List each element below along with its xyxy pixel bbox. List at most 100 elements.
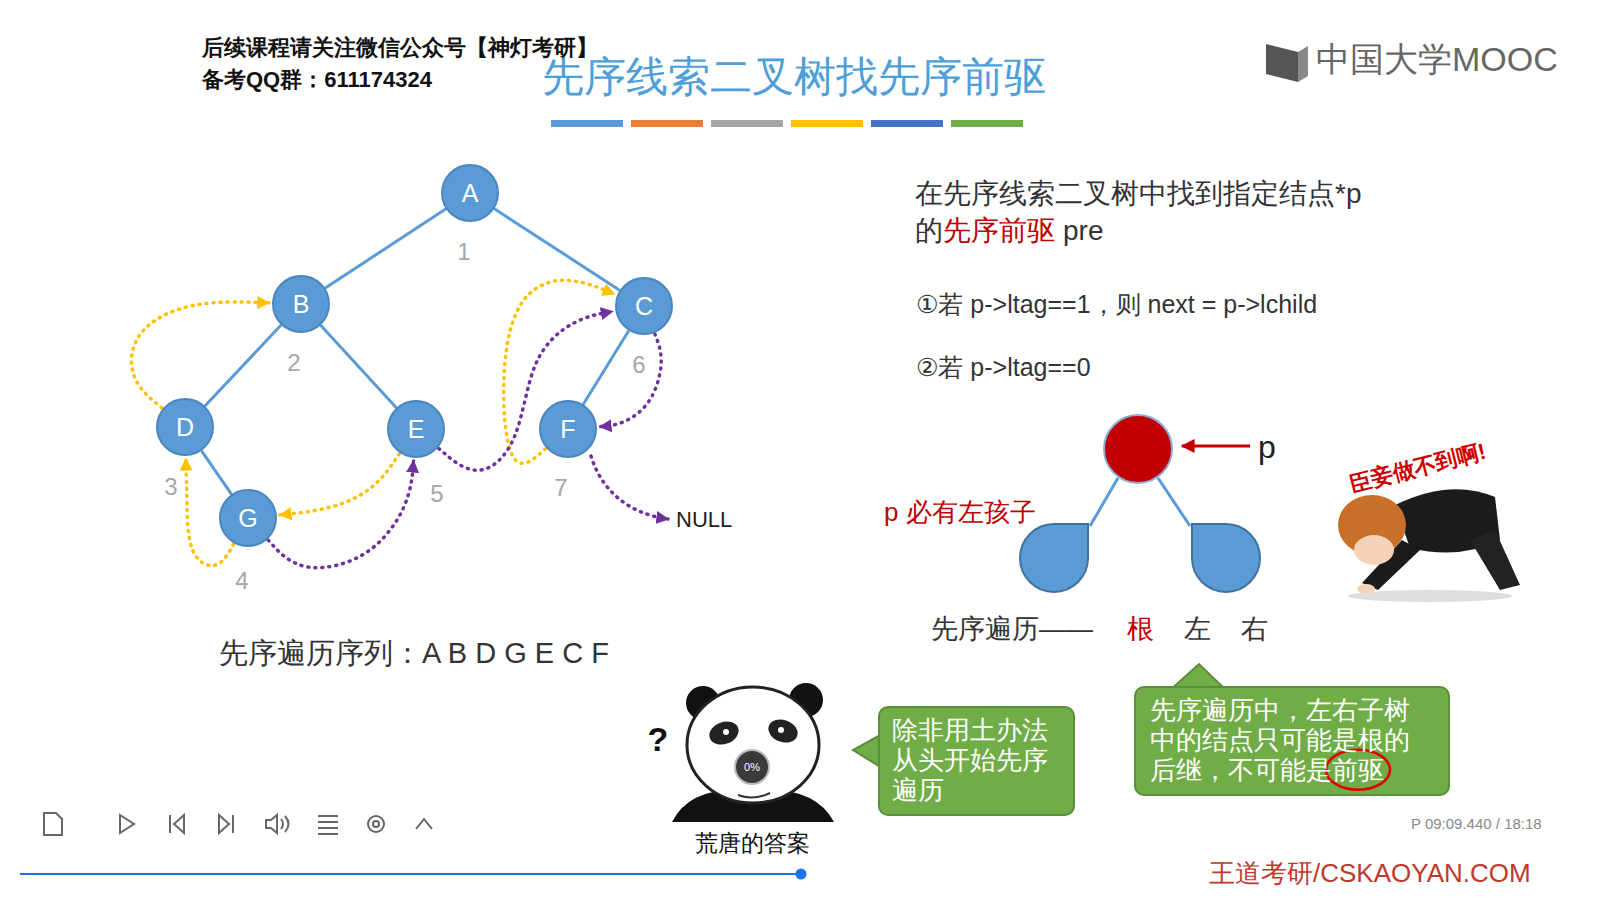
figure-leg <box>1470 530 1520 590</box>
order-number: 6 <box>630 353 647 377</box>
speech-callout: 除非用土办法从头开始先序遍历 <box>878 706 1075 816</box>
loading-percent: 0% <box>744 761 760 774</box>
note-text: p 必有左孩子 <box>884 498 1036 528</box>
color-bar <box>871 120 943 127</box>
order-text: 左 <box>1184 614 1211 645</box>
order-text: 右 <box>1241 614 1268 645</box>
body-text: 的 <box>915 215 943 247</box>
logo-text: 中国大学MOOC <box>1316 40 1558 79</box>
rule-text: ①若 p->ltag==1，则 next = p->lchild <box>916 290 1317 319</box>
meme-symbol: ? <box>648 720 669 759</box>
progress-knob <box>796 869 807 880</box>
node-text: C <box>635 292 653 321</box>
tree-node: G <box>219 489 277 547</box>
control-icon <box>281 816 289 832</box>
control-icon <box>318 816 338 834</box>
panda-eye <box>778 727 784 733</box>
tree-node: B <box>272 275 330 333</box>
node-text: G <box>238 504 257 533</box>
tree-edge <box>326 209 445 287</box>
control-icon <box>44 813 62 835</box>
control-icon <box>416 819 432 829</box>
panda-mouth <box>738 793 770 798</box>
thread-arrow <box>268 461 413 568</box>
current-node <box>1104 415 1172 483</box>
order-text: 根 <box>1127 614 1154 645</box>
thread-arrow <box>504 280 615 463</box>
tree-edge <box>1090 478 1118 526</box>
pointer-arrow <box>1182 445 1250 448</box>
body-text: 在先序线索二叉树中找到指定结点*p <box>915 178 1361 210</box>
node-text: B <box>293 290 310 319</box>
order-number: 7 <box>552 476 569 500</box>
color-bar <box>551 120 623 127</box>
panda-eye <box>765 716 801 747</box>
meme-caption: 荒唐的答案 <box>695 830 810 856</box>
null-label: NULL <box>676 507 732 532</box>
rule-text: ②若 p->ltag==0 <box>916 353 1091 382</box>
progress-bar <box>20 873 801 875</box>
thread-arrow <box>591 456 668 519</box>
node-text: E <box>408 415 425 444</box>
watermark: 备考QQ群：611174324 <box>202 67 432 92</box>
order-number: 1 <box>455 240 472 264</box>
control-icon <box>169 815 171 833</box>
order-text: 先序遍历—— <box>931 614 1093 645</box>
highlight-text: 先序前驱 <box>943 215 1055 247</box>
thread-arrow <box>132 302 270 408</box>
color-bar <box>791 120 863 127</box>
color-bar <box>711 120 783 127</box>
node-text: D <box>176 413 194 442</box>
logo-icon <box>1298 46 1308 82</box>
control-icon <box>373 821 379 827</box>
panda-eye <box>723 729 729 735</box>
loading-spinner <box>735 750 769 784</box>
body-text: pre <box>1063 215 1103 247</box>
pointer-label: p <box>1258 429 1276 466</box>
node-text: 除非用土办法从头开始先序遍历 <box>892 716 1061 806</box>
tree-node: C <box>615 277 673 335</box>
tree-node: A <box>441 164 499 222</box>
tree-edge <box>584 332 628 404</box>
tree-node: E <box>387 400 445 458</box>
tree-node: F <box>539 400 597 458</box>
figure-hand <box>1357 584 1375 594</box>
subtree-shape <box>1192 524 1260 592</box>
time-display: P 09:09.440 / 18:18 <box>1411 815 1542 832</box>
order-number: 4 <box>233 569 250 593</box>
panda-face <box>687 687 819 803</box>
panda-eye <box>706 718 742 749</box>
thread-arrow <box>600 334 661 427</box>
control-icon <box>368 816 384 832</box>
thread-arrow <box>439 311 613 470</box>
node-text: A <box>462 179 479 208</box>
control-icon <box>120 815 134 833</box>
node-text: F <box>560 415 575 444</box>
tree-edge <box>1158 478 1190 526</box>
logo-icon <box>1266 44 1298 82</box>
thread-arrow <box>280 454 399 515</box>
color-bar <box>631 120 703 127</box>
watermark: 后续课程请关注微信公众号【神灯考研】 <box>202 35 598 60</box>
control-icon <box>266 815 277 833</box>
subtree-shape <box>1020 524 1088 592</box>
sequence-text: 先序遍历序列：A B D G E C F <box>219 637 609 670</box>
control-icon <box>174 815 184 833</box>
tree-edge <box>202 452 231 494</box>
node-text: 先序遍历中，左右子树中的结点只可能是根的后继，不可能是前驱 <box>1150 696 1434 786</box>
color-bar <box>951 120 1023 127</box>
figure-face <box>1354 535 1394 565</box>
order-number: 3 <box>162 475 179 499</box>
slide-title: 先序线索二叉树找先序前驱 <box>542 53 1046 101</box>
order-number: 5 <box>428 482 445 506</box>
tree-edge <box>495 209 619 289</box>
control-icon <box>232 815 234 833</box>
speech-callout: 先序遍历中，左右子树中的结点只可能是根的后继，不可能是前驱 <box>1134 686 1450 796</box>
order-number: 2 <box>285 351 302 375</box>
meme-text: 臣妾做不到啊! <box>1347 439 1488 497</box>
control-icon <box>219 815 229 833</box>
tree-node: D <box>156 398 214 456</box>
tree-edge <box>321 326 395 407</box>
tree-edge <box>206 326 281 405</box>
